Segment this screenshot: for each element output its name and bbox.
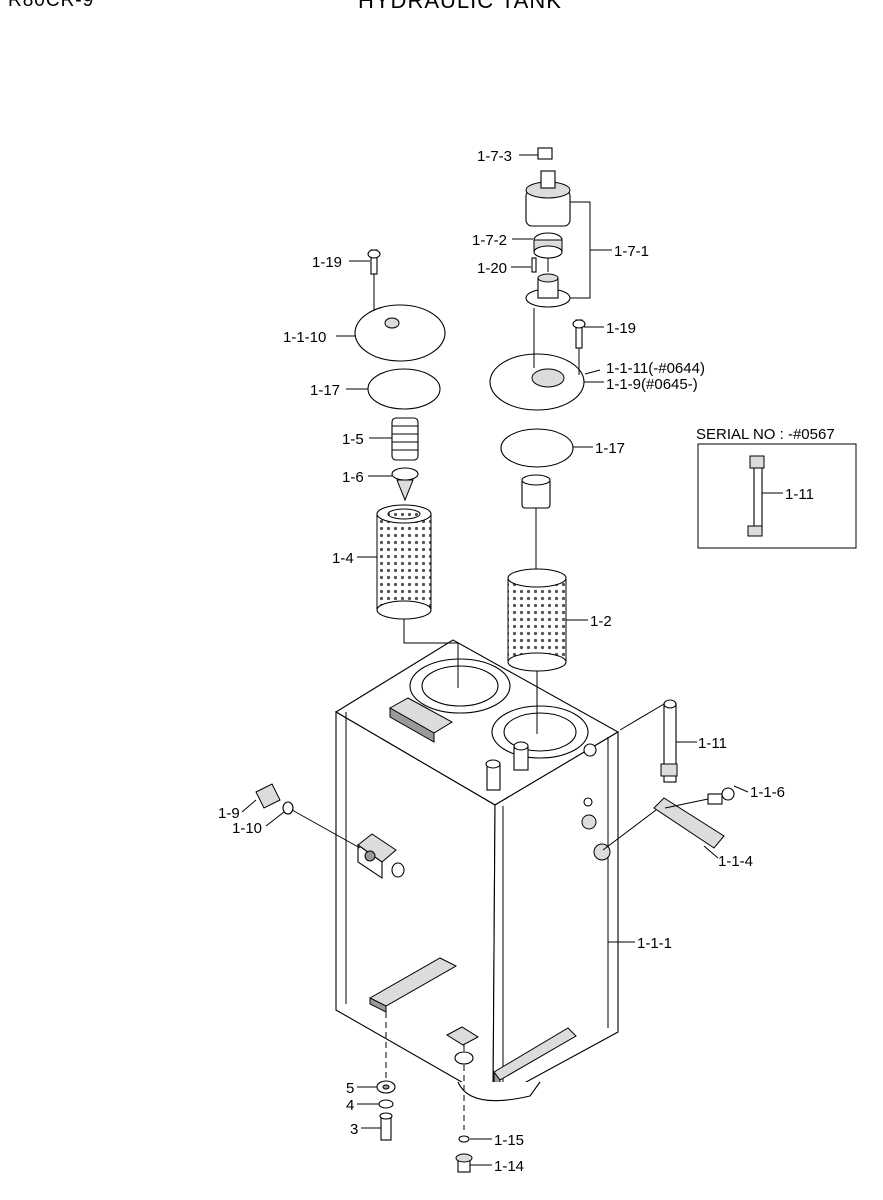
bottom-hardware [376, 1012, 474, 1173]
label-1-2: 1-2 [590, 613, 612, 630]
label-1-7-1: 1-7-1 [614, 243, 649, 260]
label-serial-1-11: 1-11 [785, 486, 814, 503]
breather-assembly [525, 147, 571, 308]
label-1-14: 1-14 [494, 1158, 524, 1175]
page-title: HYDRAULIC TANK [358, 0, 562, 13]
label-1-4: 1-4 [332, 550, 354, 567]
label-1-10: 1-10 [232, 820, 262, 837]
label-3: 3 [350, 1121, 358, 1138]
label-1-1-6: 1-1-6 [750, 784, 785, 801]
part-labels: 1-7-3 1-7-2 1-7-1 1-20 1-19 1-19 1-1-10 … [218, 148, 835, 1175]
side-fittings [255, 699, 735, 851]
label-1-1-4: 1-1-4 [718, 853, 753, 870]
label-1-1-9: 1-1-9(#0645-) [606, 376, 698, 393]
model-code: R80CR-9 [8, 0, 95, 11]
label-1-5: 1-5 [342, 431, 364, 448]
label-1-19-right: 1-19 [606, 320, 636, 337]
left-filter-stack [354, 249, 459, 688]
leader-lines [241, 154, 749, 1166]
label-1-6: 1-6 [342, 469, 364, 486]
label-1-7-3: 1-7-3 [477, 148, 512, 165]
label-1-1-10: 1-1-10 [283, 329, 326, 346]
serial-caption: SERIAL NO : -#0567 [696, 426, 835, 443]
label-1-17-right: 1-17 [595, 440, 625, 457]
label-1-1-1: 1-1-1 [637, 935, 672, 952]
label-1-20: 1-20 [477, 260, 507, 277]
label-1-11: 1-11 [698, 735, 727, 752]
label-4: 4 [346, 1097, 354, 1114]
label-1-9: 1-9 [218, 805, 240, 822]
tank-body [334, 639, 620, 1102]
label-1-15: 1-15 [494, 1132, 524, 1149]
label-1-1-11: 1-1-11(-#0644) [606, 360, 705, 377]
serial-detail-box [697, 443, 857, 549]
label-1-19-left: 1-19 [312, 254, 342, 271]
label-1-7-2: 1-7-2 [472, 232, 507, 249]
label-1-17-left: 1-17 [310, 382, 340, 399]
label-5: 5 [346, 1080, 354, 1097]
